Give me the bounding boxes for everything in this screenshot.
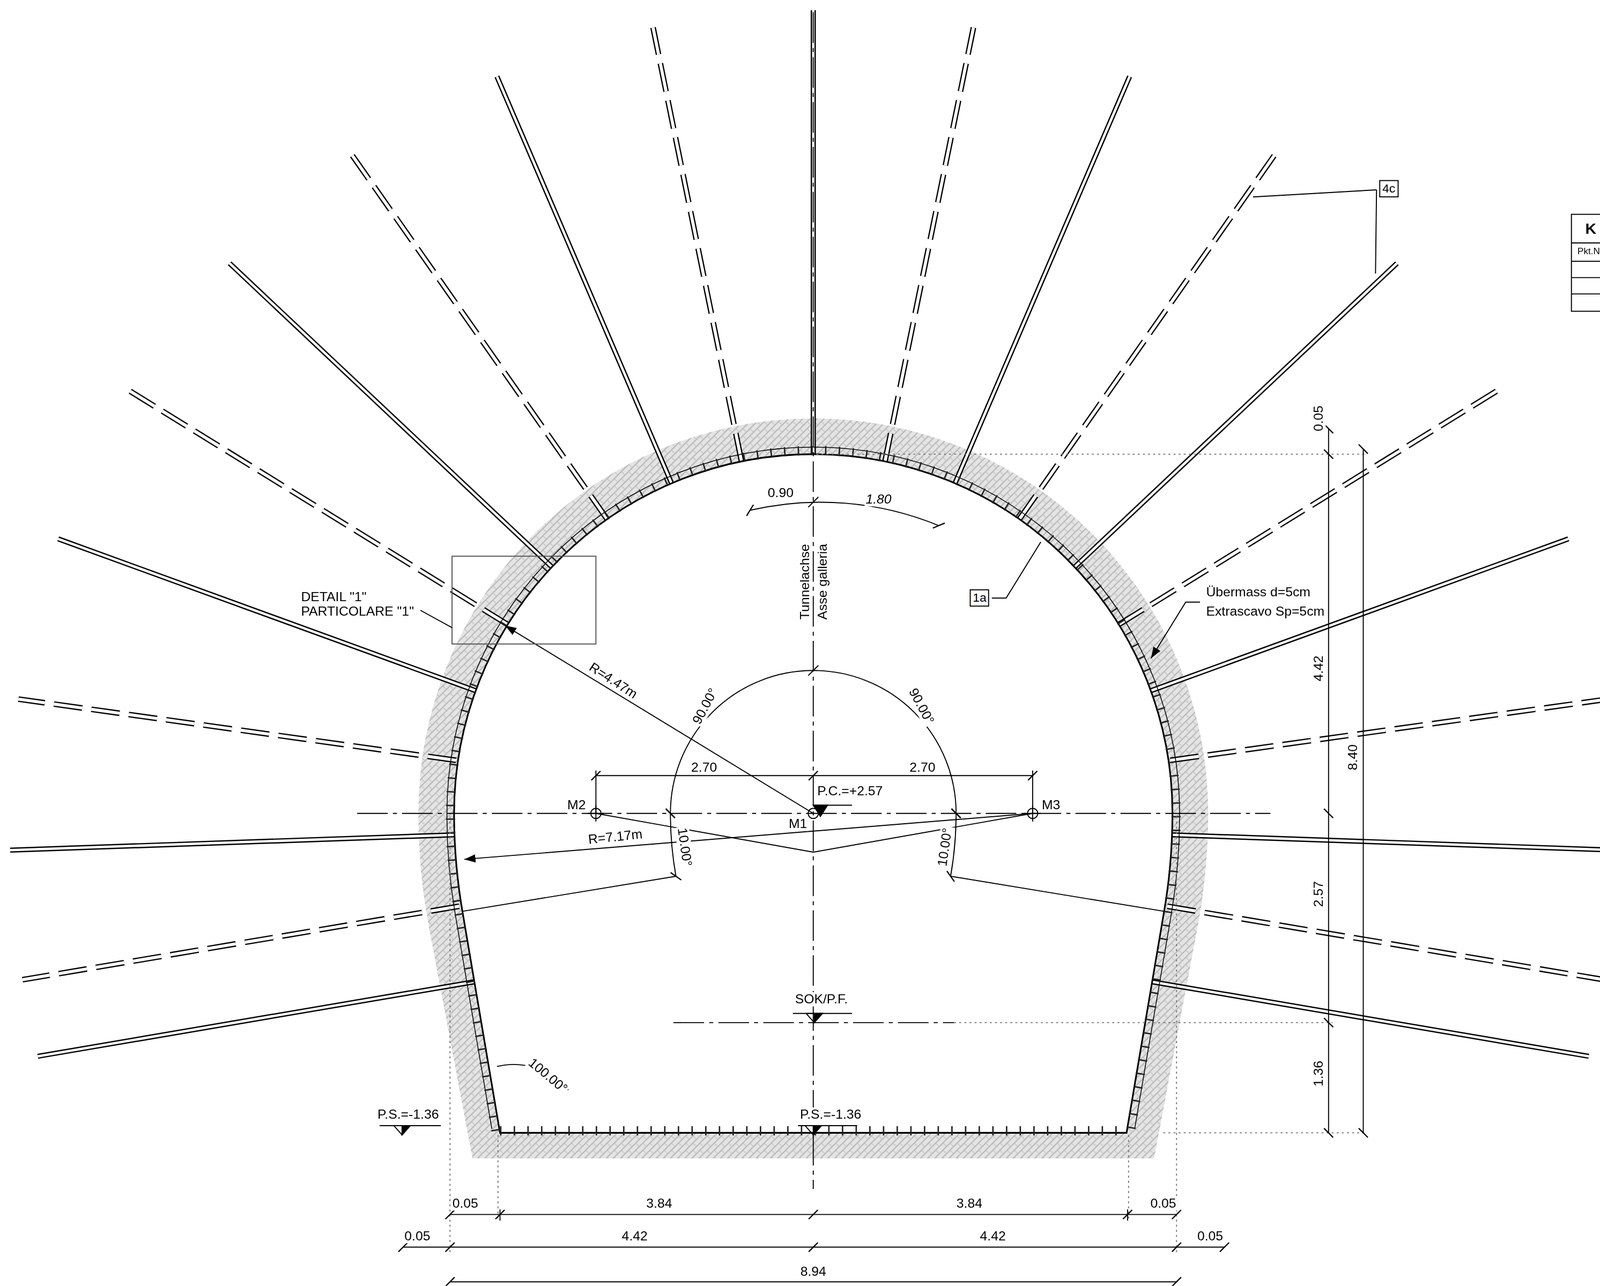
dimension-label: Tunnelachse (798, 542, 813, 621)
dimension-label: Pkt.N (1576, 247, 1600, 257)
dimension-label: P.S.=-1.36 (376, 1107, 440, 1122)
dimension-label: 2.70 (690, 760, 718, 775)
dimension-label: 4.42 (1311, 654, 1326, 683)
dimension-label: 0.90 (766, 485, 795, 500)
dimension-label: 0.05 (1311, 404, 1326, 433)
dimension-label: M2 (566, 798, 587, 813)
dimension-label: 4.42 (620, 1228, 649, 1243)
dimension-label: 2.70 (908, 760, 937, 775)
dimension-label: 1.80 (864, 492, 893, 507)
callout-box: 1a (969, 589, 990, 607)
callout-number: 4c (1382, 181, 1396, 196)
dimension-label: Extrascavo Sp=5cm (1205, 604, 1327, 619)
dimension-label: 0.05 (451, 1196, 480, 1211)
dimension-label: 3.84 (645, 1196, 673, 1211)
dimension-label: P.C.=+2.57 (816, 783, 884, 798)
dimension-label: 2.57 (1311, 879, 1326, 908)
dimension-label: 8.40 (1345, 743, 1360, 772)
dimension-label: 0.05 (1196, 1228, 1225, 1243)
dimension-label: P.S.=-1.36 (798, 1107, 863, 1122)
callout-box: 4c (1379, 180, 1399, 198)
dimension-label: Asse galleria (815, 542, 830, 621)
dimension-label: 1.36 (1311, 1059, 1326, 1088)
dimension-label: DETAIL "1" (299, 589, 368, 604)
dimension-label: PARTICOLARE "1" (299, 604, 415, 619)
dimension-label: M1 (787, 816, 809, 831)
dimension-label: 8.94 (799, 1264, 828, 1279)
dimension-label: Übermass d=5cm (1205, 584, 1312, 599)
dimension-label: M3 (1040, 798, 1062, 813)
dimension-label: 3.84 (955, 1196, 984, 1211)
callout-number: 1a (972, 590, 987, 605)
dimension-label: SOK/P.F. (794, 991, 849, 1006)
dimension-label: 0.05 (1149, 1196, 1177, 1211)
dimension-label: K (1584, 220, 1598, 237)
dimension-label: 4.42 (979, 1228, 1007, 1243)
dimension-label: 0.05 (403, 1228, 432, 1243)
